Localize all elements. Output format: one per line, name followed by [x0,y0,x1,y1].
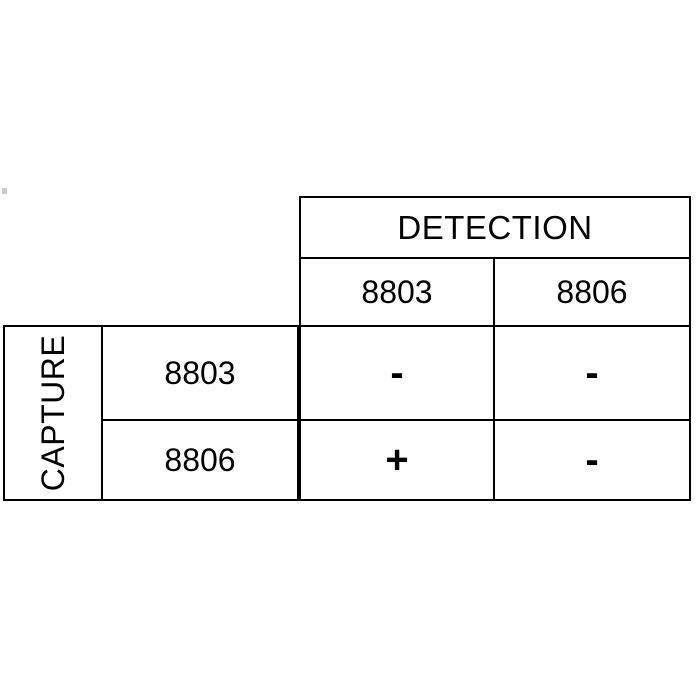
column-header-8806-label: 8806 [556,274,628,310]
cell-capture8806-detection8806: - [493,419,691,501]
capture-group-header: CAPTURE [3,325,103,501]
row-header-8803-label: 8803 [164,355,236,391]
cell-capture8806-detection8803: + [299,419,495,501]
row-header-8806: 8806 [101,419,299,501]
scan-artifact [2,188,7,194]
capture-group-header-label: CAPTURE [35,334,71,492]
row-header-8806-label: 8806 [164,442,236,478]
row-header-8803: 8803 [101,325,299,421]
cell-capture8803-detection8803: - [299,325,495,421]
detection-group-header: DETECTION [299,196,691,259]
column-header-8806: 8806 [493,257,691,327]
column-header-8803-label: 8803 [361,274,433,310]
detection-group-header-label: DETECTION [397,209,593,246]
column-header-8803: 8803 [299,257,495,327]
cell-capture8803-detection8806: - [493,325,691,421]
